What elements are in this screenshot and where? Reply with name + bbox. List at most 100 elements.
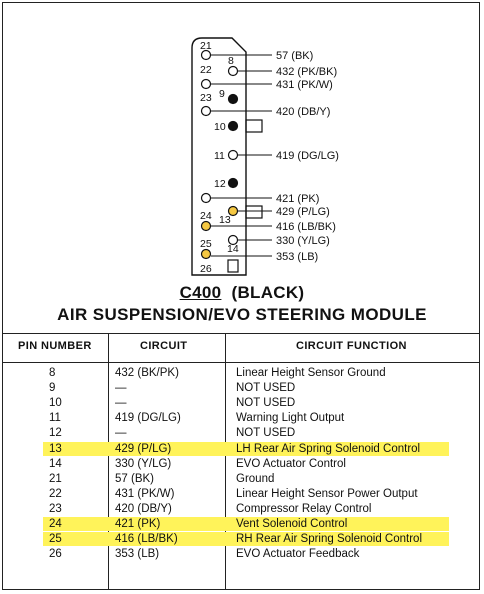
connector-title: C400 (BLACK) bbox=[0, 283, 484, 303]
svg-text:26: 26 bbox=[200, 263, 212, 275]
circuit-cell: — bbox=[115, 427, 127, 440]
header-circuit: CIRCUIT bbox=[140, 340, 188, 352]
wire-label-353: 353 (LB) bbox=[276, 251, 318, 263]
function-cell: Linear Height Sensor Power Output bbox=[236, 487, 418, 500]
table-row: 8 432 (BK/PK) Linear Height Sensor Ground bbox=[3, 366, 479, 381]
pin-13 bbox=[200, 220, 212, 232]
wire-label-416: 416 (LB/BK) bbox=[276, 221, 336, 233]
svg-text:10: 10 bbox=[214, 121, 226, 133]
wire-label-431: 431 (PK/W) bbox=[276, 79, 333, 91]
svg-text:14: 14 bbox=[227, 243, 239, 255]
svg-text:8: 8 bbox=[228, 55, 234, 67]
pin-number-cell: 21 bbox=[49, 472, 62, 485]
table-row: 14 330 (Y/LG) EVO Actuator Control bbox=[3, 457, 479, 472]
svg-text:24: 24 bbox=[200, 210, 212, 222]
svg-text:25: 25 bbox=[200, 238, 212, 250]
function-cell: EVO Actuator Feedback bbox=[236, 548, 360, 561]
table-row: 22 431 (PK/W) Linear Height Sensor Power O… bbox=[3, 487, 479, 502]
pin-14 bbox=[200, 248, 212, 260]
connector-diagram: 21 8 22 9 23 10 11 12 24 13 25 14 26 57 … bbox=[191, 37, 339, 276]
wire-label-57: 57 (BK) bbox=[276, 50, 313, 62]
pin-21b bbox=[200, 192, 212, 204]
table-row: 9 — NOT USED bbox=[3, 381, 479, 396]
pin-number-cell: 13 bbox=[49, 442, 62, 455]
row-highlight bbox=[43, 532, 449, 547]
table-row: 23 420 (DB/Y) Compressor Relay Control bbox=[3, 502, 479, 517]
pin-number-cell: 22 bbox=[49, 487, 62, 500]
wire-label-419: 419 (DG/LG) bbox=[276, 150, 339, 162]
svg-text:12: 12 bbox=[214, 178, 226, 190]
table-top-border bbox=[3, 333, 479, 334]
svg-text:13: 13 bbox=[219, 214, 231, 226]
header-divider bbox=[3, 362, 479, 363]
circuit-cell: — bbox=[115, 382, 127, 395]
pin-22 bbox=[200, 78, 212, 90]
function-cell: EVO Actuator Control bbox=[236, 457, 346, 470]
table-divider-2 bbox=[225, 334, 226, 590]
table-row: 26 353 (LB) EVO Actuator Feedback bbox=[3, 547, 479, 562]
svg-text:21: 21 bbox=[200, 40, 212, 52]
svg-text:22: 22 bbox=[200, 64, 212, 76]
pin-21 bbox=[200, 49, 212, 61]
connector-color: (BLACK) bbox=[231, 283, 305, 302]
circuit-cell: 353 (LB) bbox=[115, 548, 160, 561]
wire-label-420: 420 (DB/Y) bbox=[276, 106, 330, 118]
pin-23 bbox=[200, 105, 212, 117]
pin-number-cell: 11 bbox=[49, 412, 61, 425]
svg-text:11: 11 bbox=[214, 150, 225, 162]
header-pin-number: PIN NUMBER bbox=[18, 340, 92, 352]
circuit-cell: 429 (P/LG) bbox=[115, 442, 172, 455]
wire-label-421: 421 (PK) bbox=[276, 193, 319, 205]
pin-26-key bbox=[227, 259, 239, 273]
circuit-cell: 420 (DB/Y) bbox=[115, 502, 172, 515]
pin-number-cell: 23 bbox=[49, 502, 62, 515]
pin-24 bbox=[227, 205, 239, 217]
pin-number-cell: 26 bbox=[49, 548, 62, 561]
function-cell: Warning Light Output bbox=[236, 412, 345, 425]
connector-outline bbox=[191, 37, 247, 276]
circuit-cell: 432 (BK/PK) bbox=[115, 367, 179, 379]
function-cell: NOT USED bbox=[236, 427, 296, 440]
pin-8 bbox=[227, 65, 239, 77]
pin-10 bbox=[227, 120, 239, 132]
pin-9 bbox=[227, 93, 239, 105]
table-row: 25 416 (LB/BK) RH Rear Air Spring Solenoid… bbox=[3, 532, 479, 547]
connector-tab-top bbox=[245, 119, 263, 133]
circuit-cell: 419 (DG/LG) bbox=[115, 412, 181, 425]
table-row: 12—NOT USED bbox=[3, 426, 479, 441]
row-highlight bbox=[43, 441, 449, 456]
table-row: 11 419 (DG/LG) Warning Light Output bbox=[3, 411, 479, 426]
circuit-cell: — bbox=[115, 397, 127, 410]
function-cell: Ground bbox=[236, 472, 275, 485]
pin-number-cell: 9 bbox=[49, 382, 56, 395]
function-cell: Vent Solenoid Control bbox=[236, 518, 348, 530]
table-divider-1 bbox=[108, 334, 109, 590]
module-name: AIR SUSPENSION/EVO STEERING MODULE bbox=[57, 305, 427, 324]
page-frame bbox=[2, 2, 480, 590]
function-cell: Compressor Relay Control bbox=[236, 502, 372, 515]
function-cell: NOT USED bbox=[236, 382, 296, 395]
pin-number-cell: 10 bbox=[49, 397, 62, 410]
connector-code: C400 bbox=[179, 283, 222, 302]
svg-text:23: 23 bbox=[200, 92, 212, 104]
table-row: 21 57 (BK) Ground bbox=[3, 472, 479, 487]
circuit-cell: 416 (LB/BK) bbox=[115, 533, 178, 546]
function-cell: Linear Height Sensor Ground bbox=[236, 367, 386, 379]
pin-number-cell: 8 bbox=[49, 367, 56, 379]
circuit-cell: 57 (BK) bbox=[115, 472, 154, 485]
wire-label-330: 330 (Y/LG) bbox=[276, 235, 330, 247]
svg-text:9: 9 bbox=[219, 88, 225, 100]
circuit-cell: 421 (PK) bbox=[115, 518, 161, 530]
pin-12 bbox=[227, 177, 239, 189]
pin-25 bbox=[227, 234, 239, 246]
circuit-cell: 330 (Y/LG) bbox=[115, 457, 172, 470]
function-cell: RH Rear Air Spring Solenoid Control bbox=[236, 533, 423, 546]
circuit-cell: 431 (PK/W) bbox=[115, 487, 175, 500]
header-circuit-function: CIRCUIT FUNCTION bbox=[296, 340, 407, 352]
wire-label-429: 429 (P/LG) bbox=[276, 206, 330, 218]
pin-number-cell: 14 bbox=[49, 457, 62, 470]
pin-11 bbox=[227, 149, 239, 161]
pin-number-cell: 25 bbox=[49, 533, 62, 546]
